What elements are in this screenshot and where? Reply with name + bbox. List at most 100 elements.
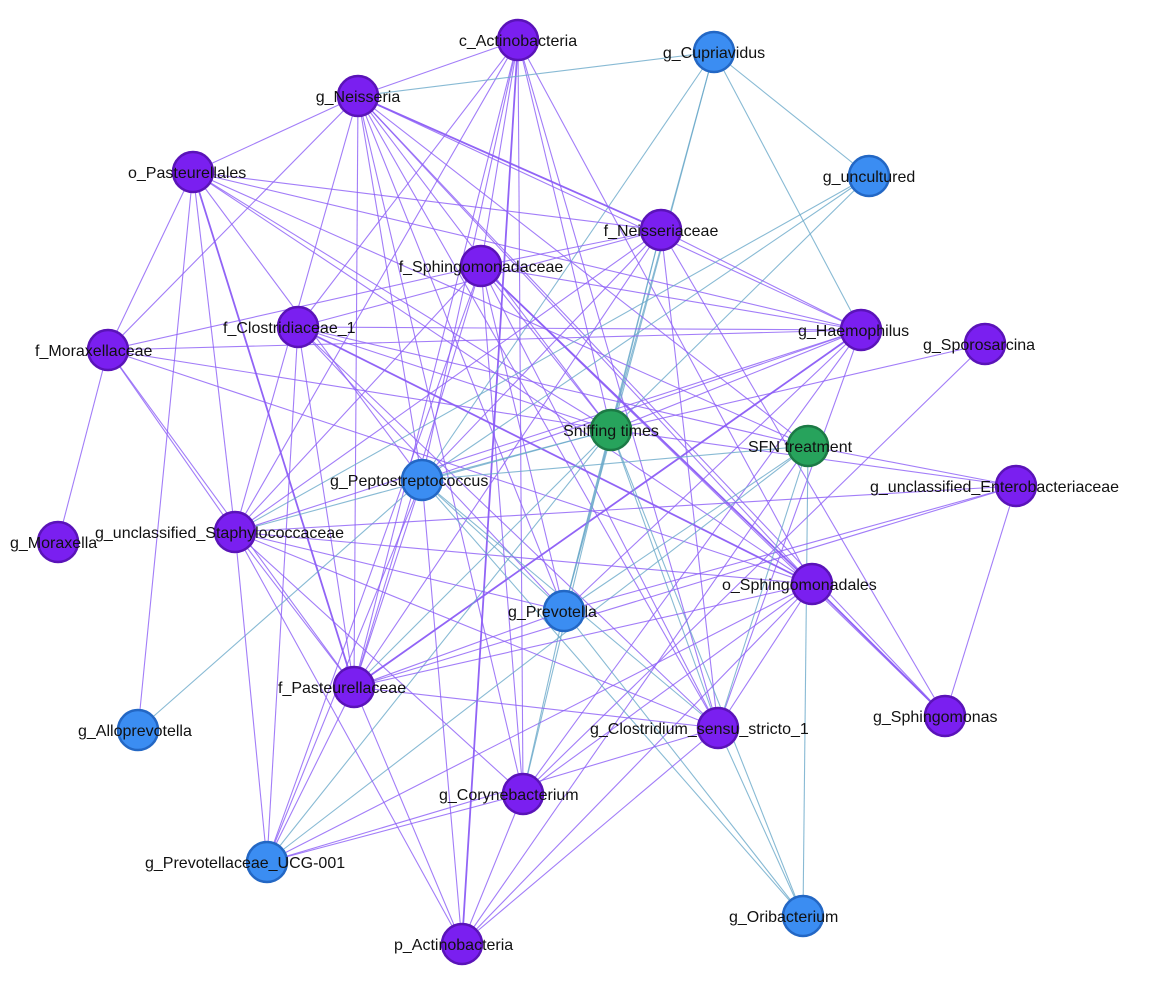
node-label-f_nei: f_Neisseriaceae bbox=[604, 223, 719, 240]
edge-snf-f_pas bbox=[353, 429, 612, 688]
node-circle-f_clo bbox=[276, 305, 320, 349]
edge-sfn-g_cls bbox=[717, 445, 809, 729]
edge-snf-g_cls bbox=[610, 429, 719, 729]
edge-c_act-f_sph bbox=[480, 39, 519, 267]
node-circle-g_pep bbox=[400, 458, 444, 502]
edge-g_pre-g_ori bbox=[563, 610, 804, 917]
node-g_unc: g_uncultured bbox=[823, 154, 915, 198]
edge-g_cup-g_nei bbox=[357, 51, 715, 97]
edge-sfn-p_act bbox=[461, 445, 809, 945]
edge-g_cor-g_puc bbox=[266, 793, 524, 863]
edge-g_nei-f_nei bbox=[357, 95, 662, 231]
edge-o_pas-g_hae bbox=[192, 171, 862, 331]
edge-f_clo-o_sph bbox=[297, 326, 813, 585]
node-label-g_puc: g_Prevotellaceae_UCG-001 bbox=[145, 855, 345, 872]
edge-g_une-g_sph bbox=[944, 485, 1017, 717]
edge-g_nei-g_cor bbox=[357, 95, 524, 795]
edge-sfn-g_puc bbox=[266, 445, 809, 863]
node-snf: Sniffing times bbox=[563, 408, 659, 452]
node-g_all: g_Alloprevotella bbox=[78, 708, 192, 752]
edge-f_nei-g_pep bbox=[421, 229, 662, 481]
edge-g_hae-g_cor bbox=[522, 329, 862, 795]
node-f_pas: f_Pasteurellaceae bbox=[278, 665, 406, 709]
edge-g_hae-g_pre bbox=[563, 329, 862, 612]
edge-c_act-g_nei bbox=[357, 39, 519, 97]
node-circle-g_cup bbox=[692, 30, 736, 74]
edge-g_cls-g_puc bbox=[266, 727, 719, 863]
edge-g_uns-p_act bbox=[234, 531, 463, 945]
edge-o_pas-o_sph bbox=[192, 171, 813, 585]
node-label-g_pep: g_Peptostreptococcus bbox=[330, 473, 488, 490]
edge-o_sph-g_cor bbox=[522, 583, 813, 795]
edge-g_cls-g_ori bbox=[717, 727, 804, 917]
edge-g_cup-g_pep bbox=[421, 51, 715, 481]
edge-f_mor-g_mox bbox=[57, 349, 109, 543]
edge-g_uns-g_cls bbox=[234, 531, 719, 729]
node-label-g_cup: g_Cupriavidus bbox=[663, 45, 765, 62]
node-circle-g_spo bbox=[963, 322, 1007, 366]
node-o_pas: o_Pasteurellales bbox=[128, 150, 246, 194]
edge-f_nei-f_sph bbox=[480, 229, 662, 267]
edge-g_uns-o_sph bbox=[234, 531, 813, 585]
node-circle-g_une bbox=[994, 464, 1038, 508]
edge-o_pas-snf bbox=[192, 171, 612, 431]
edge-g_hae-f_pas bbox=[353, 329, 862, 688]
edge-g_hae-g_pep bbox=[421, 329, 862, 481]
edge-f_sph-g_sph bbox=[480, 265, 946, 717]
edge-o_pas-g_all bbox=[137, 171, 194, 731]
edge-c_act-g_cor bbox=[517, 39, 524, 795]
edge-g_pep-p_act bbox=[421, 479, 463, 945]
edge-g_pep-g_all bbox=[137, 479, 423, 731]
edge-g_pep-g_pre bbox=[421, 479, 565, 612]
edge-g_pep-f_pas bbox=[353, 479, 423, 688]
node-label-p_act: p_Actinobacteria bbox=[394, 937, 513, 954]
node-label-g_sph: g_Sphingomonas bbox=[873, 709, 998, 726]
node-label-g_spo: g_Sporosarcina bbox=[923, 337, 1035, 354]
edge-g_une-f_pas bbox=[353, 485, 1017, 688]
node-layer: c_Actinobacteriag_Cupriavidusg_Neisseria… bbox=[10, 18, 1119, 966]
edge-snf-g_puc bbox=[266, 429, 612, 863]
edge-g_cls-p_act bbox=[461, 727, 719, 945]
node-g_cls: g_Clostridium_sensu_stricto_1 bbox=[590, 706, 809, 750]
edge-c_act-o_sph bbox=[517, 39, 813, 585]
edge-g_cup-g_pre bbox=[563, 51, 715, 612]
edge-o_pas-f_mor bbox=[107, 171, 194, 351]
edge-g_unc-g_uns bbox=[234, 175, 870, 533]
node-circle-f_sph bbox=[459, 244, 503, 288]
node-o_sph: o_Sphingomonadales bbox=[722, 562, 877, 606]
edge-g_spo-snf bbox=[610, 343, 986, 431]
edge-g_uns-f_pas bbox=[234, 531, 355, 688]
edge-sfn-g_pre bbox=[563, 445, 809, 612]
edge-f_sph-g_puc bbox=[266, 265, 482, 863]
edge-f_pas-g_puc bbox=[266, 686, 355, 863]
edge-g_nei-g_sph bbox=[357, 95, 946, 717]
node-f_nei: f_Neisseriaceae bbox=[604, 208, 719, 252]
node-f_clo: f_Clostridiaceae_1 bbox=[223, 305, 356, 349]
node-label-g_hae: g_Haemophilus bbox=[798, 323, 909, 340]
node-circle-g_uns bbox=[213, 510, 257, 554]
edge-f_sph-g_cor bbox=[480, 265, 524, 795]
node-label-o_sph: o_Sphingomonadales bbox=[722, 577, 877, 594]
edge-f_nei-g_cls bbox=[660, 229, 719, 729]
edge-g_uns-g_pre bbox=[234, 531, 565, 612]
node-label-snf: Sniffing times bbox=[563, 423, 659, 440]
node-label-g_cls: g_Clostridium_sensu_stricto_1 bbox=[590, 721, 809, 738]
node-circle-g_pre bbox=[542, 589, 586, 633]
node-g_uns: g_unclassified_Staphylococcaceae bbox=[95, 510, 344, 554]
node-circle-o_sph bbox=[790, 562, 834, 606]
edge-g_une-g_uns bbox=[234, 485, 1017, 533]
node-label-g_mox: g_Moraxella bbox=[10, 535, 97, 552]
edge-f_sph-g_cls bbox=[480, 265, 719, 729]
edge-c_act-g_cls bbox=[517, 39, 719, 729]
node-g_puc: g_Prevotellaceae_UCG-001 bbox=[145, 840, 345, 884]
node-g_hae: g_Haemophilus bbox=[798, 308, 909, 352]
node-g_pre: g_Prevotella bbox=[508, 589, 597, 633]
edge-c_act-g_uns bbox=[234, 39, 519, 533]
node-label-f_sph: f_Sphingomonadaceae bbox=[399, 259, 564, 276]
edge-o_pas-sfn bbox=[192, 171, 809, 447]
node-f_mor: f_Moraxellaceae bbox=[35, 328, 153, 372]
edge-g_nei-g_pep bbox=[357, 95, 423, 481]
node-circle-c_act bbox=[496, 18, 540, 62]
edge-g_nei-o_pas bbox=[192, 95, 359, 173]
